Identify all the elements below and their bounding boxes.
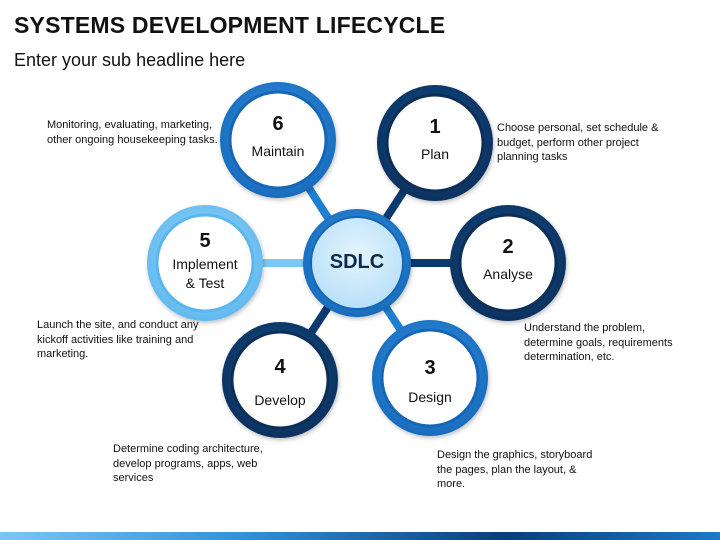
step-develop-desc: Determine coding architecture, develop p… xyxy=(113,443,263,484)
step-plan-label: 1 Plan xyxy=(395,116,475,164)
hub-label: SDLC xyxy=(329,251,385,273)
node-maintain xyxy=(220,82,336,198)
step-number: 1 xyxy=(429,116,441,138)
step-number: 4 xyxy=(274,356,286,378)
slide-title: SYSTEMS DEVELOPMENT LIFECYCLE xyxy=(14,12,446,38)
step-analyse-label: 2 Analyse xyxy=(468,236,548,284)
step-number: 6 xyxy=(272,113,284,135)
step-name: Maintain xyxy=(251,143,305,159)
step-name: Implement & Test xyxy=(172,256,238,291)
step-plan-desc: Choose personal, set schedule & budget, … xyxy=(497,122,659,163)
hub-node xyxy=(303,209,411,317)
step-number: 5 xyxy=(199,230,211,252)
step-design-label: 3 Design xyxy=(390,357,470,407)
step-name: Analyse xyxy=(483,266,533,282)
step-name: Develop xyxy=(254,392,306,408)
node-plan xyxy=(377,85,493,201)
step-implement-label: 5 Implement & Test xyxy=(163,230,247,293)
step-design-desc: Design the graphics, storyboard the page… xyxy=(437,449,593,490)
node-design xyxy=(372,320,488,436)
node-develop xyxy=(222,322,338,438)
slide-subtitle: Enter your sub headline here xyxy=(14,50,246,70)
step-maintain-label: 6 Maintain xyxy=(238,113,318,161)
step-number: 2 xyxy=(502,236,514,258)
step-implement-desc: Launch the site, and conduct any kickoff… xyxy=(37,319,199,360)
step-develop-label: 4 Develop xyxy=(240,356,320,410)
step-name: Plan xyxy=(420,146,450,162)
node-implement xyxy=(147,205,263,321)
step-analyse-desc: Understand the problem, determine goals,… xyxy=(524,322,673,363)
step-number: 3 xyxy=(424,357,436,379)
footer-gradient-bar xyxy=(0,532,720,540)
step-maintain-desc: Monitoring, evaluating, marketing, other… xyxy=(47,119,218,146)
node-analyse xyxy=(450,205,566,321)
step-name: Design xyxy=(408,389,452,405)
